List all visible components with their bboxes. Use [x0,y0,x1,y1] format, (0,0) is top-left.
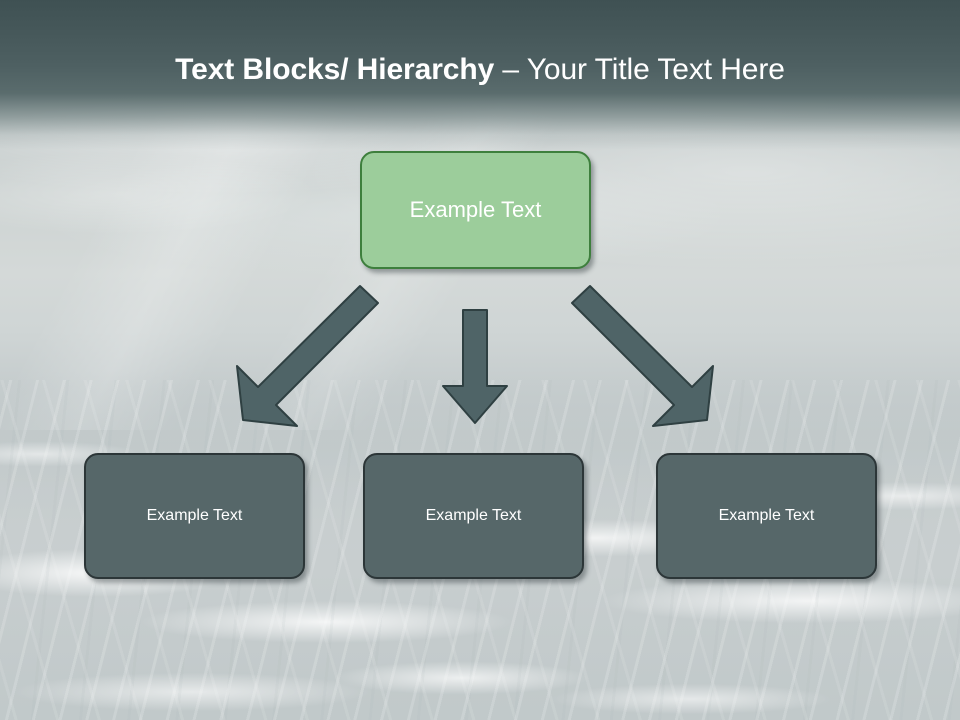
arrow-down-right-icon [571,285,714,427]
slide-title-bold: Text Blocks/ Hierarchy [175,53,495,86]
slide-title: Text Blocks/ Hierarchy – Your Title Text… [0,52,960,88]
hierarchy-child-box-2[interactable]: Example Text [363,453,584,579]
arrow-down-icon [442,309,508,424]
hierarchy-child-box-3[interactable]: Example Text [656,453,877,579]
slide-title-light: Your Title Text Here [526,53,785,86]
hierarchy-child-box-1[interactable]: Example Text [84,453,305,579]
hierarchy-root-box[interactable]: Example Text [360,151,591,269]
hierarchy-child-label-2: Example Text [425,507,522,524]
hierarchy-root-label: Example Text [409,197,542,222]
hierarchy-child-label-3: Example Text [718,507,815,524]
hierarchy-child-label-1: Example Text [146,507,243,524]
header-band [0,0,960,150]
arrow-down-left-icon [236,285,379,427]
slide-title-separator: – [494,53,527,86]
